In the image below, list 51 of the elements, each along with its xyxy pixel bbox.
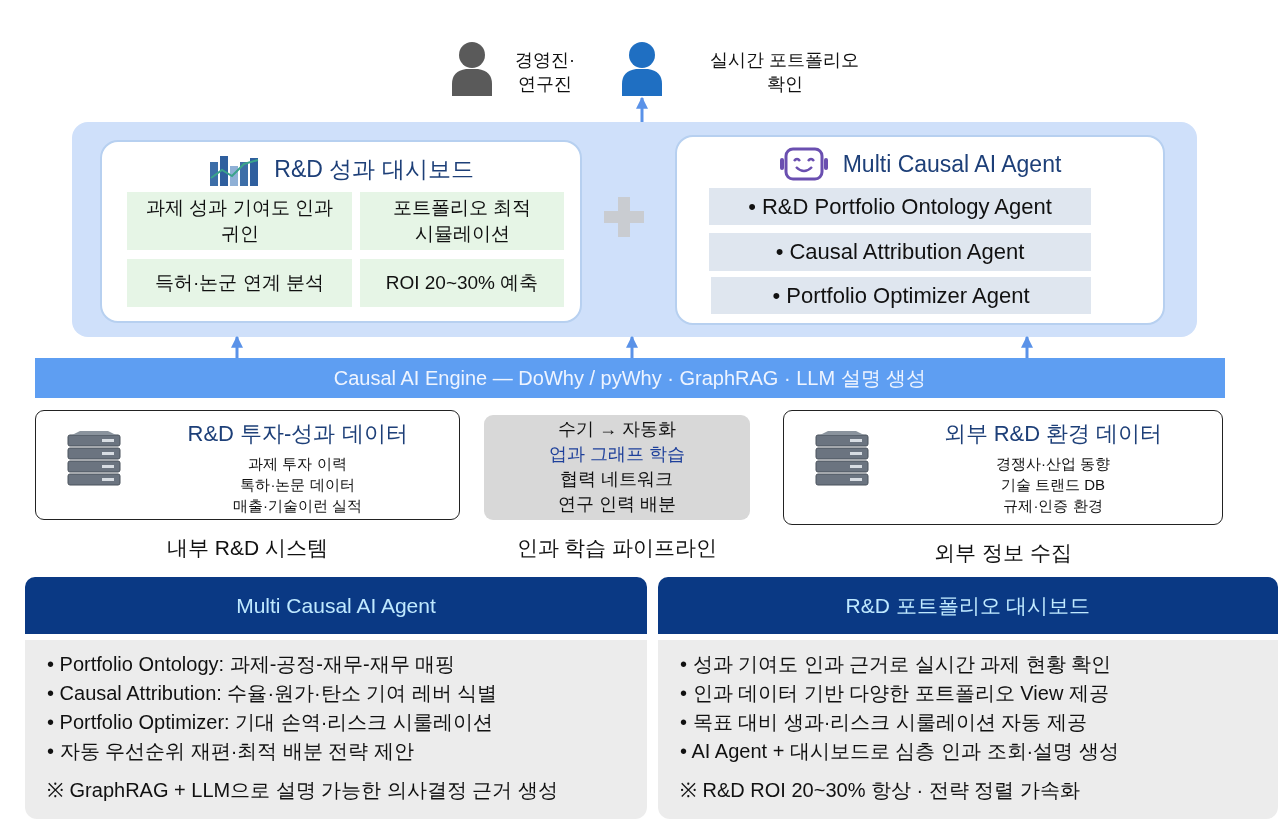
list-text: 경쟁사·산업 동향: [994, 454, 1112, 474]
arrow: [231, 335, 243, 358]
caption-text: 내부 R&D 시스템: [166, 535, 329, 561]
note-text: ※ GraphRAG + LLM으로 설명 가능한 의사결정 근거 생성: [47, 778, 559, 803]
label-text: 경영진· 연구진: [514, 49, 576, 96]
arrow: [626, 335, 638, 358]
metric-cell: 과제 성과 기여도 인과 귀인: [127, 192, 352, 250]
list-text: 과제 투자 이력: [247, 454, 348, 474]
list-text: 매출·기술이런 실적: [231, 496, 364, 516]
bullet-text: • Causal Attribution: 수율·원가·탄소 기여 레버 식별: [47, 681, 499, 706]
note-text: ※ R&D ROI 20~30% 항상 · 전략 정렬 가속화: [680, 778, 1081, 803]
bullet-text: • 자동 우선순위 재편·최적 배분 전략 제안: [47, 739, 415, 764]
dashboard-card: [100, 140, 582, 323]
info-panel: [25, 577, 647, 819]
arrow: [636, 96, 648, 122]
card-title: 외부 R&D 환경 데이터: [942, 420, 1164, 448]
pipeline-box: [484, 415, 750, 520]
card-title: Multi Causal AI Agent: [842, 150, 1062, 178]
metric-cell: 득허·논군 연계 분석: [127, 259, 352, 307]
step-text: 수기 → 자동화: [557, 418, 677, 441]
step-text: 연구 인력 배분: [557, 493, 677, 516]
panel-header: R&D 포트폴리오 대시보드: [658, 577, 1278, 634]
bullet-text: • AI Agent + 대시보드로 심층 인과 조회·설명 생성: [680, 739, 1120, 764]
panel-background: [72, 122, 1197, 337]
database-card: [783, 410, 1223, 525]
info-panel: [658, 577, 1278, 819]
arrow: [1021, 335, 1033, 358]
bullet-text: • Portfolio Optimizer: 기대 손역·리스크 시룰레이션: [47, 710, 494, 735]
metric-cell: 포트폴리오 최적 시뮬레이션: [360, 192, 564, 250]
list-text: 톡하·논문 데이터: [239, 475, 356, 495]
label-text: 실시간 포트폴리오 확인: [709, 49, 861, 96]
card-title: R&D 성과 대시보드: [274, 154, 474, 184]
bullet-text: • 성과 기여도 인과 근거로 실시간 과제 현황 확인: [680, 652, 1113, 677]
caption-text: 인과 학습 파이프라인: [515, 535, 719, 561]
agent-row: • R&D Portfolio Ontology Agent: [709, 188, 1091, 225]
agent-card: [675, 135, 1165, 325]
agent-row: • Causal Attribution Agent: [709, 233, 1091, 271]
bullet-text: • 목표 대비 생과·리스크 시룰레이션 자동 제공: [680, 710, 1088, 735]
metric-cell: ROI 20~30% 예축: [360, 259, 564, 307]
step-text: 업과 그래프 학습: [548, 443, 686, 466]
card-title: R&D 투자-성과 데이터: [186, 420, 409, 448]
caption-text: 외부 정보 수집: [933, 540, 1073, 566]
panel-header: Multi Causal AI Agent: [25, 577, 647, 634]
agent-row: • Portfolio Optimizer Agent: [711, 277, 1091, 314]
bullet-text: • 인과 데이터 기반 다양한 포트폴리오 View 제공: [680, 681, 1110, 706]
list-text: 규제·인증 환경: [1002, 496, 1104, 516]
database-card: [35, 410, 460, 520]
list-text: 기술 트랜드 DB: [999, 475, 1107, 495]
bullet-text: • Portfolio Ontology: 과제-공정-재무-재무 매핑: [47, 652, 457, 677]
step-text: 협력 네트워크: [559, 468, 675, 491]
engine-bar: Causal AI Engine — DoWhy / pyWhy · GraphRAG · LLM 설명 생성: [35, 358, 1225, 398]
